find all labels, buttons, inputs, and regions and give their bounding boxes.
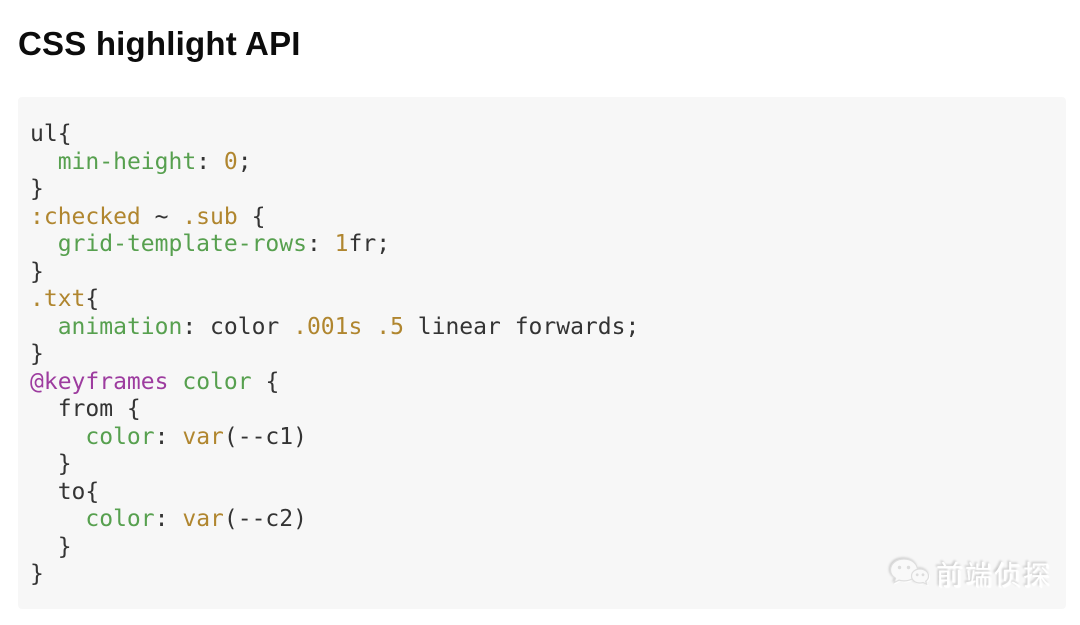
code-token: .sub	[182, 203, 238, 230]
code-token: : color	[182, 313, 294, 340]
code-token: }	[30, 258, 44, 285]
page-title: CSS highlight API	[18, 25, 301, 62]
code-token: :	[196, 148, 224, 175]
code-line: min-height: 0;	[30, 149, 1054, 177]
code-token: }	[30, 561, 44, 587]
code-token: .txt	[30, 286, 86, 312]
code-token: }	[30, 341, 44, 367]
watermark-text: 前端侦探	[936, 561, 1052, 591]
code-token: ul{	[30, 121, 72, 147]
code-line: :checked ~ .sub {	[30, 204, 1054, 232]
code-token: var	[182, 423, 224, 450]
code-token: }	[30, 451, 72, 477]
code-token	[30, 506, 85, 532]
code-token: grid-template-rows	[57, 231, 307, 257]
code-block: ul{ min-height: 0;}:checked ~ .sub { gri…	[18, 97, 1066, 609]
code-token: .001s	[293, 313, 363, 340]
code-line: }	[30, 259, 1054, 287]
code-token: :	[154, 506, 183, 532]
code-token	[30, 314, 58, 340]
code-token: {	[85, 286, 100, 312]
code-line: from {	[30, 396, 1054, 424]
code-token	[362, 314, 376, 340]
code-line: .txt{	[30, 286, 1054, 314]
code-token: ;	[237, 148, 252, 175]
code-token: var	[182, 506, 224, 532]
code-line: }	[30, 176, 1054, 204]
code-token: }	[30, 533, 72, 560]
code-token: (--c2)	[223, 506, 307, 532]
code-token: @keyframes	[30, 368, 169, 395]
code-content: ul{ min-height: 0;}:checked ~ .sub { gri…	[18, 97, 1066, 609]
code-token	[30, 424, 85, 450]
code-line: }	[30, 451, 1054, 479]
code-token: .5	[376, 313, 404, 340]
code-line: color: var(--c2)	[30, 506, 1054, 534]
code-token: :checked	[30, 203, 141, 230]
code-token	[30, 149, 58, 175]
watermark: 前端侦探	[889, 554, 1052, 593]
code-token: linear forwards;	[403, 313, 640, 340]
wechat-icon	[889, 557, 929, 585]
code-line: animation: color .001s .5 linear forward…	[30, 314, 1054, 342]
code-token: color	[85, 423, 155, 450]
code-token: :	[306, 231, 335, 257]
code-token	[30, 231, 58, 257]
code-line: @keyframes color {	[30, 369, 1054, 397]
code-token: from {	[30, 396, 141, 422]
code-line: }	[30, 534, 1054, 562]
code-token: }	[30, 176, 44, 202]
code-line: color: var(--c1)	[30, 424, 1054, 452]
code-token: animation	[57, 313, 183, 340]
code-token: color	[85, 506, 155, 532]
code-line: to{	[30, 479, 1054, 507]
code-token: {	[237, 203, 266, 230]
code-token: :	[154, 423, 183, 450]
code-token: fr;	[348, 231, 391, 257]
code-line: }	[30, 561, 1054, 589]
code-token: {	[251, 368, 280, 395]
code-token: 1	[334, 231, 349, 257]
code-line: grid-template-rows: 1fr;	[30, 231, 1054, 259]
code-token: ~	[140, 203, 183, 230]
code-token	[168, 369, 182, 395]
code-lines: ul{ min-height: 0;}:checked ~ .sub { gri…	[30, 121, 1054, 589]
code-token: to{	[30, 478, 100, 505]
code-token: 0	[223, 148, 238, 175]
code-token: min-height	[57, 148, 197, 175]
code-token: color	[182, 368, 252, 395]
code-token: (--c1)	[223, 423, 307, 450]
code-line: }	[30, 341, 1054, 369]
code-line: ul{	[30, 121, 1054, 149]
